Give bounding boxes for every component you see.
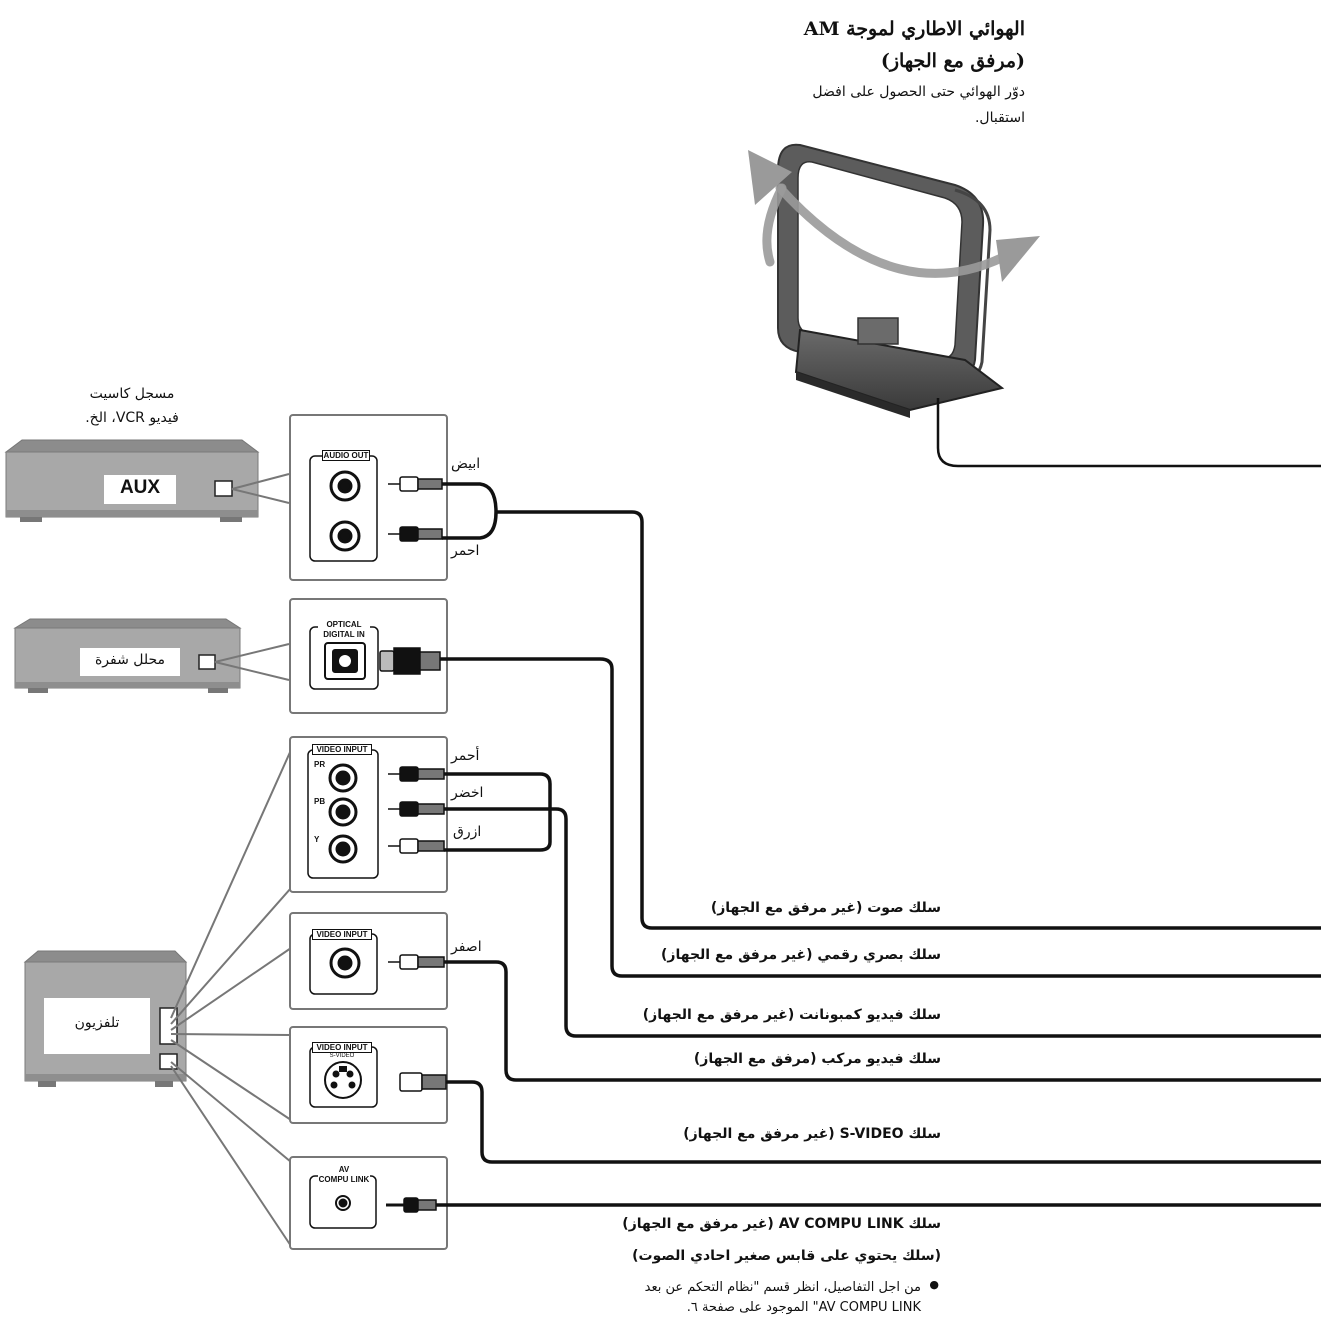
- tv-device: [23, 749, 292, 1247]
- plug-y-blue-label: ازرق: [453, 824, 482, 840]
- footnote-bullet: ●: [929, 1278, 939, 1291]
- pr-label: PR: [314, 760, 328, 769]
- cables: [436, 482, 1321, 1207]
- antenna-title: الهوائي الاطاري لموجة AM: [803, 18, 1025, 40]
- optical-label-line1: OPTICAL: [318, 620, 370, 629]
- composite-video-input-label: VIDEO INPUT: [312, 929, 372, 940]
- svideo-sub-label: S-VIDEO: [322, 1053, 362, 1060]
- optical-label-line2: DIGITAL IN: [318, 630, 370, 639]
- plugs: [379, 476, 447, 1213]
- antenna-note-line1: دوّر الهوائي حتى الحصول على افضل: [812, 84, 1025, 100]
- antenna-subtitle: (مرفق مع الجهاز): [880, 50, 1025, 72]
- cable-av-compu-note: (سلك يحتوي على قابس صغير احادي الصوت): [632, 1248, 941, 1264]
- av-compu-label-line1: AV: [318, 1165, 370, 1174]
- vcr-caption-line1: مسجل كاسيت: [89, 386, 175, 402]
- cable-optical-label: سلك بصري رقمي (غير مرفق مع الجهاز): [660, 947, 941, 963]
- decoder-device: [13, 618, 290, 693]
- footnote-line2: AV COMPU LINK" الموجود على صفحة ٦.: [686, 1300, 921, 1315]
- am-loop-antenna: [748, 143, 1321, 468]
- av-compu-label-line2: COMPU LINK: [318, 1175, 370, 1184]
- footnote-line1: من اجل التفاصيل، انظر قسم "نظام التحكم ع…: [644, 1280, 921, 1295]
- plug-pr-red-label: أحمر: [451, 748, 480, 764]
- svideo-video-input-label: VIDEO INPUT: [312, 1042, 372, 1053]
- pb-label: PB: [314, 797, 328, 806]
- tv-label: تلفزيون: [74, 1015, 120, 1031]
- cable-component-label: سلك فيديو كمبونانت (غير مرفق مع الجهاز): [642, 1007, 941, 1023]
- cable-composite-label: سلك فيديو مركب (مرفق مع الجهاز): [693, 1051, 941, 1067]
- cable-av-compu-label: سلك AV COMPU LINK (غير مرفق مع الجهاز): [622, 1216, 941, 1232]
- component-video-input-label: VIDEO INPUT: [312, 744, 372, 755]
- vcr-device: [4, 439, 290, 522]
- plug-yellow-label: اصفر: [451, 939, 482, 955]
- vcr-aux-badge: AUX: [119, 477, 161, 498]
- cable-audio-label: سلك صوت (غير مرفق مع الجهاز): [710, 900, 941, 916]
- y-label: Y: [314, 835, 324, 844]
- audio-out-label: AUDIO OUT: [322, 450, 370, 461]
- antenna-note-line2: استقبال.: [974, 110, 1025, 126]
- plug-red-label: احمر: [451, 543, 480, 559]
- plug-pb-green-label: اخضر: [451, 785, 484, 801]
- decoder-label: محلل شفرة: [94, 652, 166, 668]
- vcr-caption-line2: فيديو VCR، الخ.: [85, 410, 179, 426]
- plug-white-label: ابيض: [451, 456, 481, 472]
- cable-svideo-label: سلك S-VIDEO (غير مرفق مع الجهاز): [683, 1126, 941, 1142]
